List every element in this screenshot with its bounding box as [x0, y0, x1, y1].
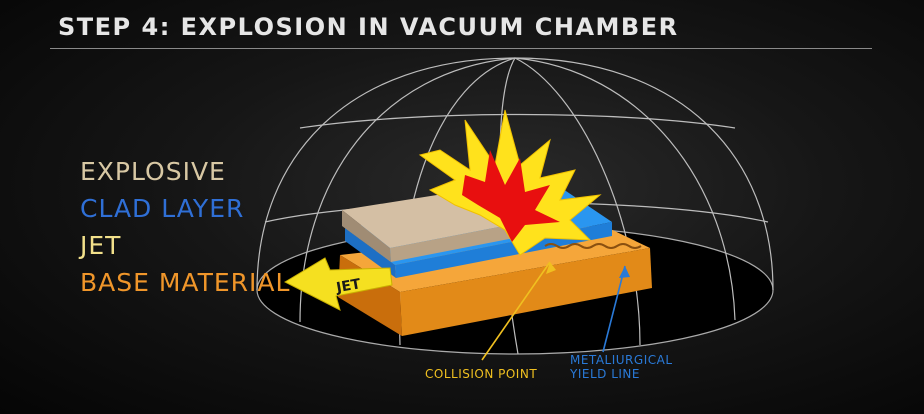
- yield-line-label-line2: YIELD LINE: [570, 367, 640, 381]
- explosion-burst: [418, 109, 602, 256]
- collision-point-label: COLLISION POINT: [425, 367, 538, 381]
- dome-latitude: [299, 113, 736, 129]
- yield-line-label: METALIURGICAL YIELD LINE: [570, 353, 673, 381]
- yield-line-label-line1: METALIURGICAL: [570, 353, 673, 367]
- legend-explosive: EXPLOSIVE: [80, 157, 226, 186]
- title-divider: [50, 48, 872, 49]
- page-title: STEP 4: EXPLOSION IN VACUUM CHAMBER: [58, 13, 679, 41]
- yield-line-wave: [544, 243, 642, 249]
- jet-arrow-label: JET: [334, 276, 362, 296]
- legend-jet: JET: [80, 231, 122, 260]
- jet-arrow: JET: [283, 257, 393, 311]
- yield-line-arrowhead: [619, 266, 630, 278]
- dome-meridian: [514, 57, 641, 346]
- collision-point-pointer: [481, 261, 551, 361]
- legend-clad-layer: CLAD LAYER: [80, 194, 245, 223]
- dome-meridian: [299, 57, 516, 323]
- yield-line-pointer: [602, 265, 626, 353]
- collision-point-arrowhead: [546, 262, 556, 274]
- dome-meridian: [514, 57, 736, 321]
- legend-base-material: BASE MATERIAL: [80, 268, 291, 297]
